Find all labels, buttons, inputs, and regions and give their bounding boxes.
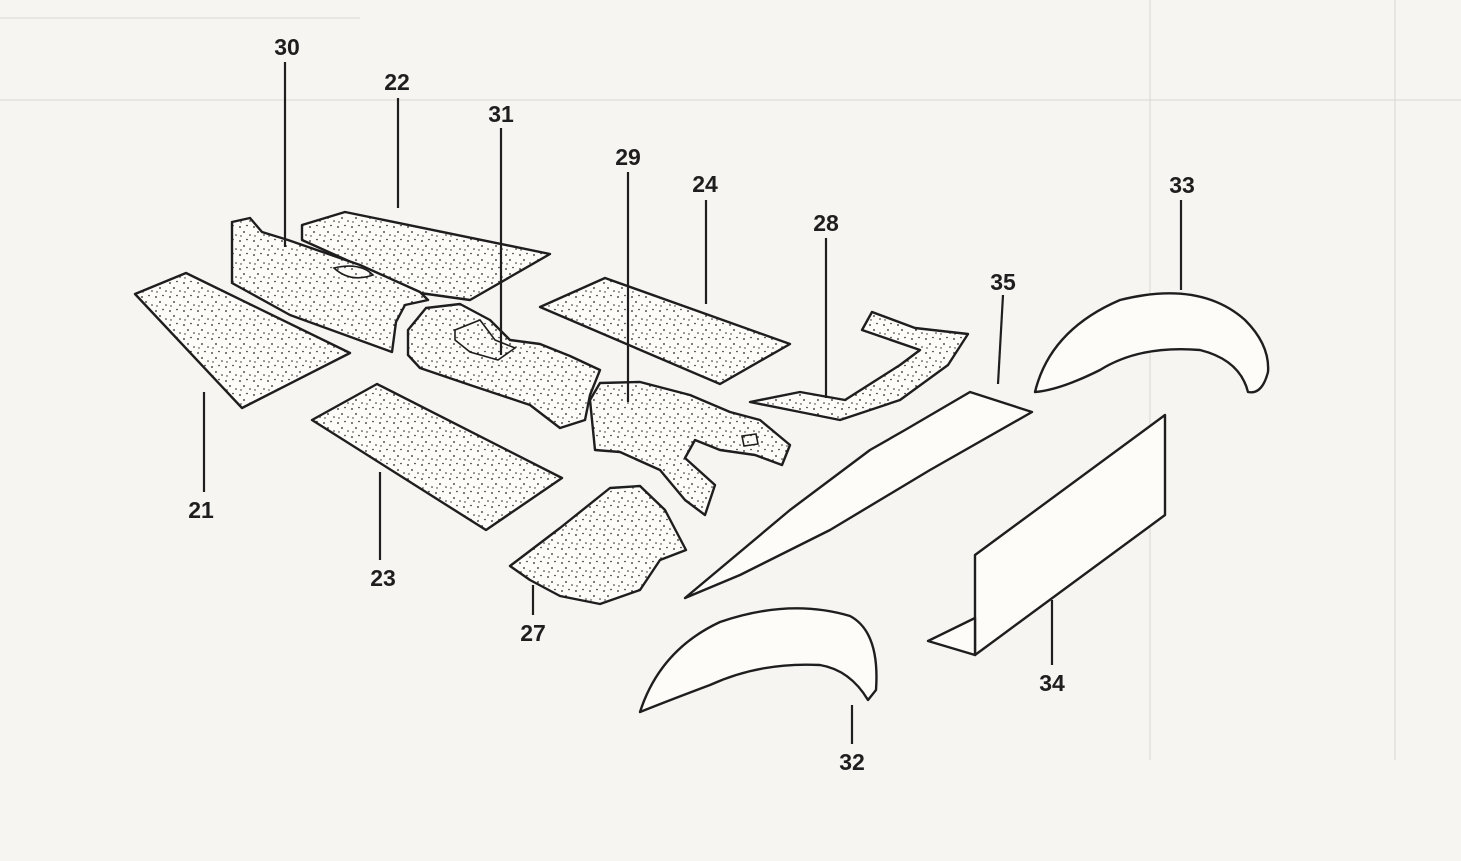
- callout-23: 23: [370, 565, 396, 591]
- part-31-tunnel: [406, 302, 602, 430]
- part-33-fender-cover: [1033, 292, 1270, 394]
- part-29-slot: [741, 433, 759, 447]
- part-30-rear-panel: [230, 216, 430, 354]
- part-21-floor-mat: [133, 271, 352, 410]
- callout-28: 28: [813, 210, 839, 236]
- part-22-shelf-mat: [300, 210, 552, 302]
- callout-35: 35: [990, 269, 1016, 295]
- part-29-center-panel: [588, 380, 792, 517]
- part-24-floor-mat: [538, 276, 792, 386]
- part-27-arch-cover: [508, 484, 688, 606]
- callout-22: 22: [384, 69, 410, 95]
- callout-31: 31: [488, 101, 514, 127]
- callout-30: 30: [274, 34, 300, 60]
- callout-34: 34: [1039, 670, 1065, 696]
- callout-24: 24: [692, 171, 718, 197]
- part-28-side-strip: [748, 310, 970, 422]
- part-34-upright-panel: [973, 413, 1167, 657]
- part-34-base-flange: [926, 616, 977, 657]
- background-table-lines: [0, 0, 1461, 760]
- callout-33: 33: [1169, 172, 1195, 198]
- part-23-floor-mat: [310, 382, 564, 532]
- part-30-cutout: [332, 265, 375, 279]
- callout-29: 29: [615, 144, 641, 170]
- callout-32: 32: [839, 749, 865, 775]
- part-32-fender-cover: [638, 607, 878, 714]
- callout-21: 21: [188, 497, 214, 523]
- leader-lines: [202, 62, 1183, 744]
- part-31-cutout: [454, 319, 517, 361]
- part-35-side-trim: [683, 390, 1034, 600]
- callout-27: 27: [520, 620, 546, 646]
